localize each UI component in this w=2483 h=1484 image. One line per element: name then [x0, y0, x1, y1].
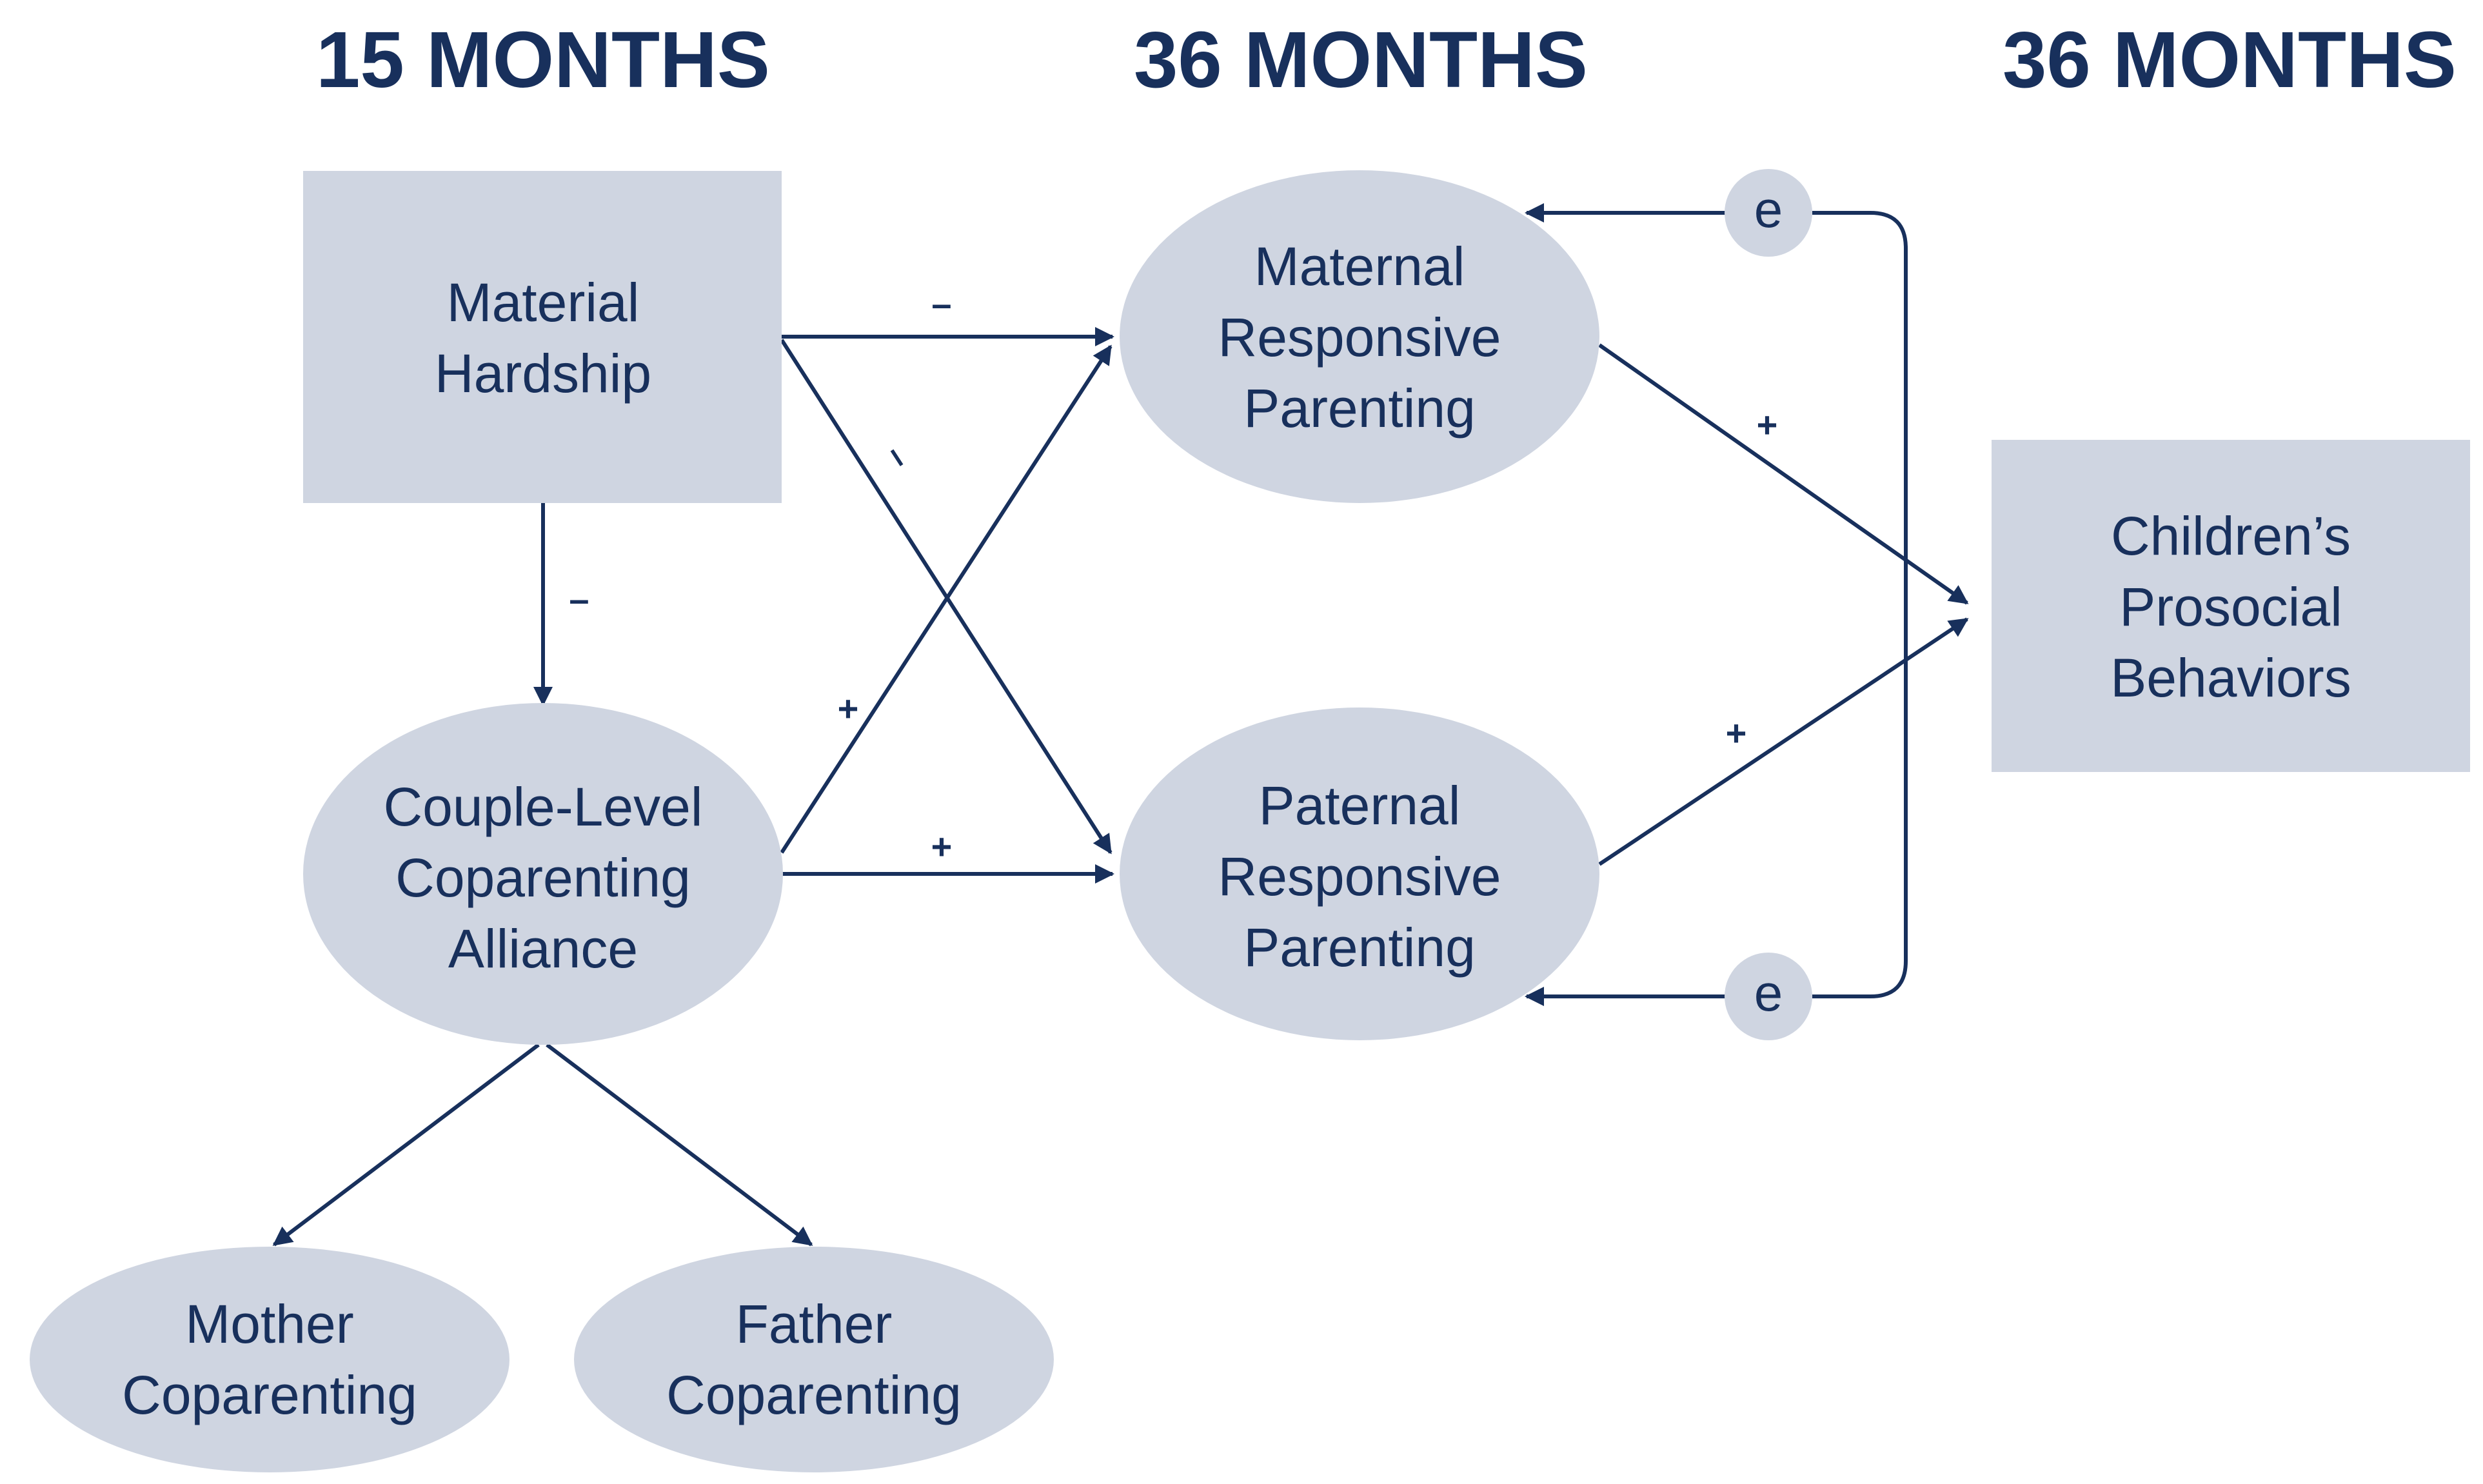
- paternal-responsive-label: Parenting: [1243, 917, 1476, 978]
- node-couple-alliance: [303, 703, 783, 1045]
- sign-alliance-to-paternal: +: [931, 826, 953, 867]
- error-covariance-curve: [1812, 211, 1908, 998]
- couple-alliance-label: Couple-Level: [384, 777, 703, 837]
- node-paternal-responsive: [1120, 707, 1599, 1040]
- header-36-months-outcome: 36 MONTHS: [2003, 16, 2457, 104]
- edge-alliance-to-father-coparenting: [546, 1043, 813, 1247]
- error-label-paternal: e: [1754, 964, 1783, 1022]
- material-hardship-label: Material: [447, 272, 640, 333]
- couple-alliance-label: Coparenting: [395, 847, 691, 908]
- couple-alliance-label: Alliance: [448, 918, 638, 979]
- mother-coparenting-label: Mother: [185, 1294, 353, 1354]
- prosocial-label: Children’s: [2111, 506, 2351, 566]
- node-maternal-responsive: [1120, 170, 1599, 503]
- node-material-hardship: [303, 171, 782, 503]
- sign-hardship-to-alliance: –: [569, 579, 589, 619]
- sign-hardship-to-paternal: –: [876, 437, 922, 475]
- sign-hardship-to-maternal: –: [931, 283, 951, 324]
- maternal-responsive-label: Maternal: [1254, 236, 1465, 297]
- father-coparenting-label: Coparenting: [666, 1365, 962, 1425]
- header-36-months-mediators: 36 MONTHS: [1134, 16, 1588, 104]
- error-node-paternal: [1725, 953, 1812, 1040]
- edge-alliance-to-mother-coparenting: [272, 1043, 540, 1247]
- prosocial-label: Behaviors: [2110, 648, 2351, 708]
- mother-coparenting-label: Coparenting: [122, 1365, 417, 1425]
- maternal-responsive-label: Responsive: [1218, 307, 1501, 368]
- prosocial-label: Prosocial: [2119, 577, 2342, 637]
- sign-paternal-to-prosocial: +: [1726, 713, 1747, 753]
- paternal-responsive-label: Responsive: [1218, 846, 1501, 907]
- paternal-responsive-label: Paternal: [1259, 775, 1461, 836]
- edge-paternal-to-prosocial: [1598, 617, 1969, 866]
- sign-maternal-to-prosocial: +: [1757, 404, 1778, 445]
- error-label-maternal: e: [1754, 181, 1783, 238]
- header-15-months: 15 MONTHS: [316, 16, 770, 104]
- father-coparenting-label: Father: [736, 1294, 893, 1354]
- material-hardship-label: Hardship: [435, 343, 651, 404]
- edge-alliance-to-maternal: [780, 344, 1113, 854]
- error-node-maternal: [1725, 169, 1812, 257]
- node-prosocial: [1992, 440, 2470, 772]
- maternal-responsive-label: Parenting: [1243, 378, 1476, 439]
- node-father-coparenting: [574, 1247, 1054, 1472]
- edge-maternal-to-prosocial: [1598, 343, 1969, 605]
- node-mother-coparenting: [30, 1247, 509, 1472]
- sign-alliance-to-maternal: +: [838, 688, 859, 729]
- edges: [272, 203, 1969, 1247]
